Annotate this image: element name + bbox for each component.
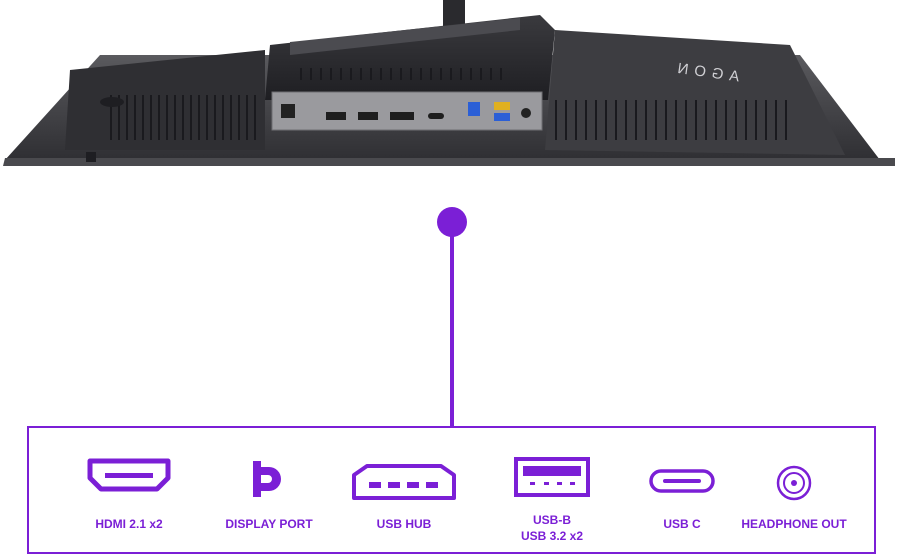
port-label: USB HUB <box>376 517 432 531</box>
port-usb-hub: USB HUB <box>349 428 459 552</box>
headphone-jack-icon <box>775 464 813 507</box>
displayport-icon <box>249 459 289 504</box>
port-label: DISPLAY PORT <box>225 517 313 531</box>
ports-legend: HDMI 2.1 x2 DISPLAY PORT USB HUB <box>27 426 876 554</box>
port-displayport: DISPLAY PORT <box>199 428 339 552</box>
port-label: HDMI 2.1 x2 <box>95 517 163 531</box>
port-headphone: HEADPHONE OUT <box>734 428 854 552</box>
port-usb-c: USB C <box>637 428 727 552</box>
port-hdmi: HDMI 2.1 x2 <box>69 428 189 552</box>
port-label: USB-B USB 3.2 x2 <box>497 512 607 544</box>
callout-dot <box>437 207 467 237</box>
hdmi-icon <box>87 458 171 497</box>
port-label-line2: USB 3.2 x2 <box>520 529 584 543</box>
port-label-line1: USB-B <box>533 513 571 527</box>
usb-a-icon <box>513 456 591 503</box>
port-usb-a: USB-B USB 3.2 x2 <box>497 428 607 552</box>
port-label: HEADPHONE OUT <box>741 517 847 531</box>
callout-line <box>450 236 454 428</box>
usb-hub-icon <box>351 463 457 506</box>
usb-c-icon <box>649 469 715 498</box>
monitor-illustration: AGON <box>0 0 900 175</box>
port-label: USB C <box>663 517 701 531</box>
